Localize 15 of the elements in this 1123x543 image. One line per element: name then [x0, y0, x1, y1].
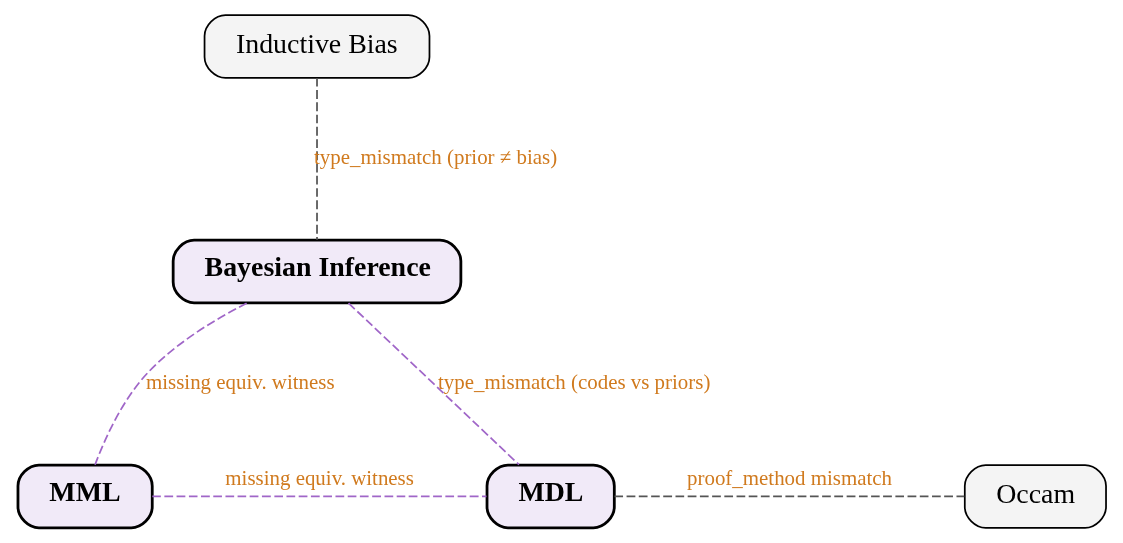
edge-label: missing equiv. witness — [145, 370, 335, 395]
edge-label: type_mismatch (codes vs priors) — [437, 370, 710, 395]
node-box: Inductive Bias — [203, 14, 430, 79]
node-box: Bayesian Inference — [171, 238, 462, 305]
connector — [315, 77, 318, 241]
connector — [613, 495, 965, 498]
edge-label: type_mismatch (prior ≠ bias) — [313, 145, 557, 170]
node-box: MDL — [485, 463, 616, 530]
edge-label: missing equiv. witness — [224, 466, 414, 491]
edge-label: proof_method mismatch — [686, 466, 892, 491]
connector — [93, 302, 247, 466]
connector — [150, 495, 487, 498]
node-box: MML — [16, 463, 154, 530]
connector — [347, 302, 520, 466]
node-box: Occam — [963, 464, 1107, 529]
